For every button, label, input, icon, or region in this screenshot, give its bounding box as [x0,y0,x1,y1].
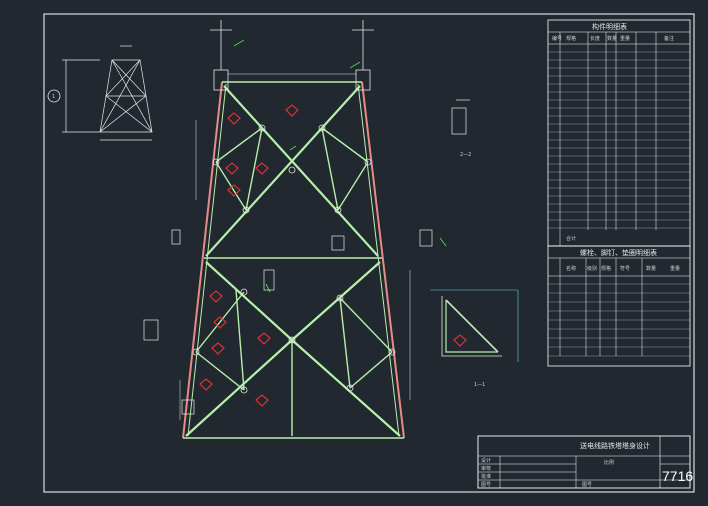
circle-tag-label: 1 [52,94,55,100]
detail-callouts [143,99,470,415]
parts-header-4: 重量 [620,35,630,42]
section-label-1: 1—1 [474,382,485,388]
bolts-table: 螺栓、脚钉、垫圈明细表 名称 级别 规格 符号 数量 重量 [547,245,691,367]
title-row-drawing: 图号 [481,482,491,488]
parts-header-1: 规格 [566,35,576,42]
title-row-review: 审核 [481,465,491,472]
key-plan-sketch [62,45,153,141]
bolts-table-title: 螺栓、脚钉、垫圈明细表 [580,248,657,257]
title-row-approve: 批准 [481,473,491,480]
tower-elevation [179,20,411,439]
circle-tag: 1 [47,89,61,103]
drawing-number: 7716 [662,468,693,484]
bolts-header-5: 重量 [670,265,680,272]
part-marks [199,104,467,407]
parts-header-0: 编号 [552,35,562,42]
bolts-header-4: 数量 [646,265,656,272]
bolts-header-2: 规格 [601,265,611,272]
title-block: 送电线路铁塔塔身设计 设计 审核 批准 图号 比例 图号 7716 [477,435,693,489]
scale-label: 比例 [604,459,614,466]
project-title: 送电线路铁塔塔身设计 [580,441,650,450]
sheet-label: 图号 [582,482,592,488]
parts-total-label: 合计 [566,235,576,242]
parts-header-5: 备注 [664,35,674,42]
title-row-design: 设计 [481,457,491,464]
parts-header-2: 长度 [590,35,600,42]
bolts-header-0: 名称 [566,265,576,272]
section-detail [430,289,519,362]
parts-table: 构件明细表 编号 规格 长度 数量 重量 备注 合计 [547,19,691,247]
bolts-header-1: 级别 [587,265,597,272]
parts-table-title: 构件明细表 [592,22,627,31]
bolts-header-3: 符号 [620,265,630,272]
bolt-marks [233,39,447,293]
section-label-2: 2—2 [460,152,471,158]
parts-header-3: 数量 [607,35,617,42]
drawing-frame [43,13,695,493]
